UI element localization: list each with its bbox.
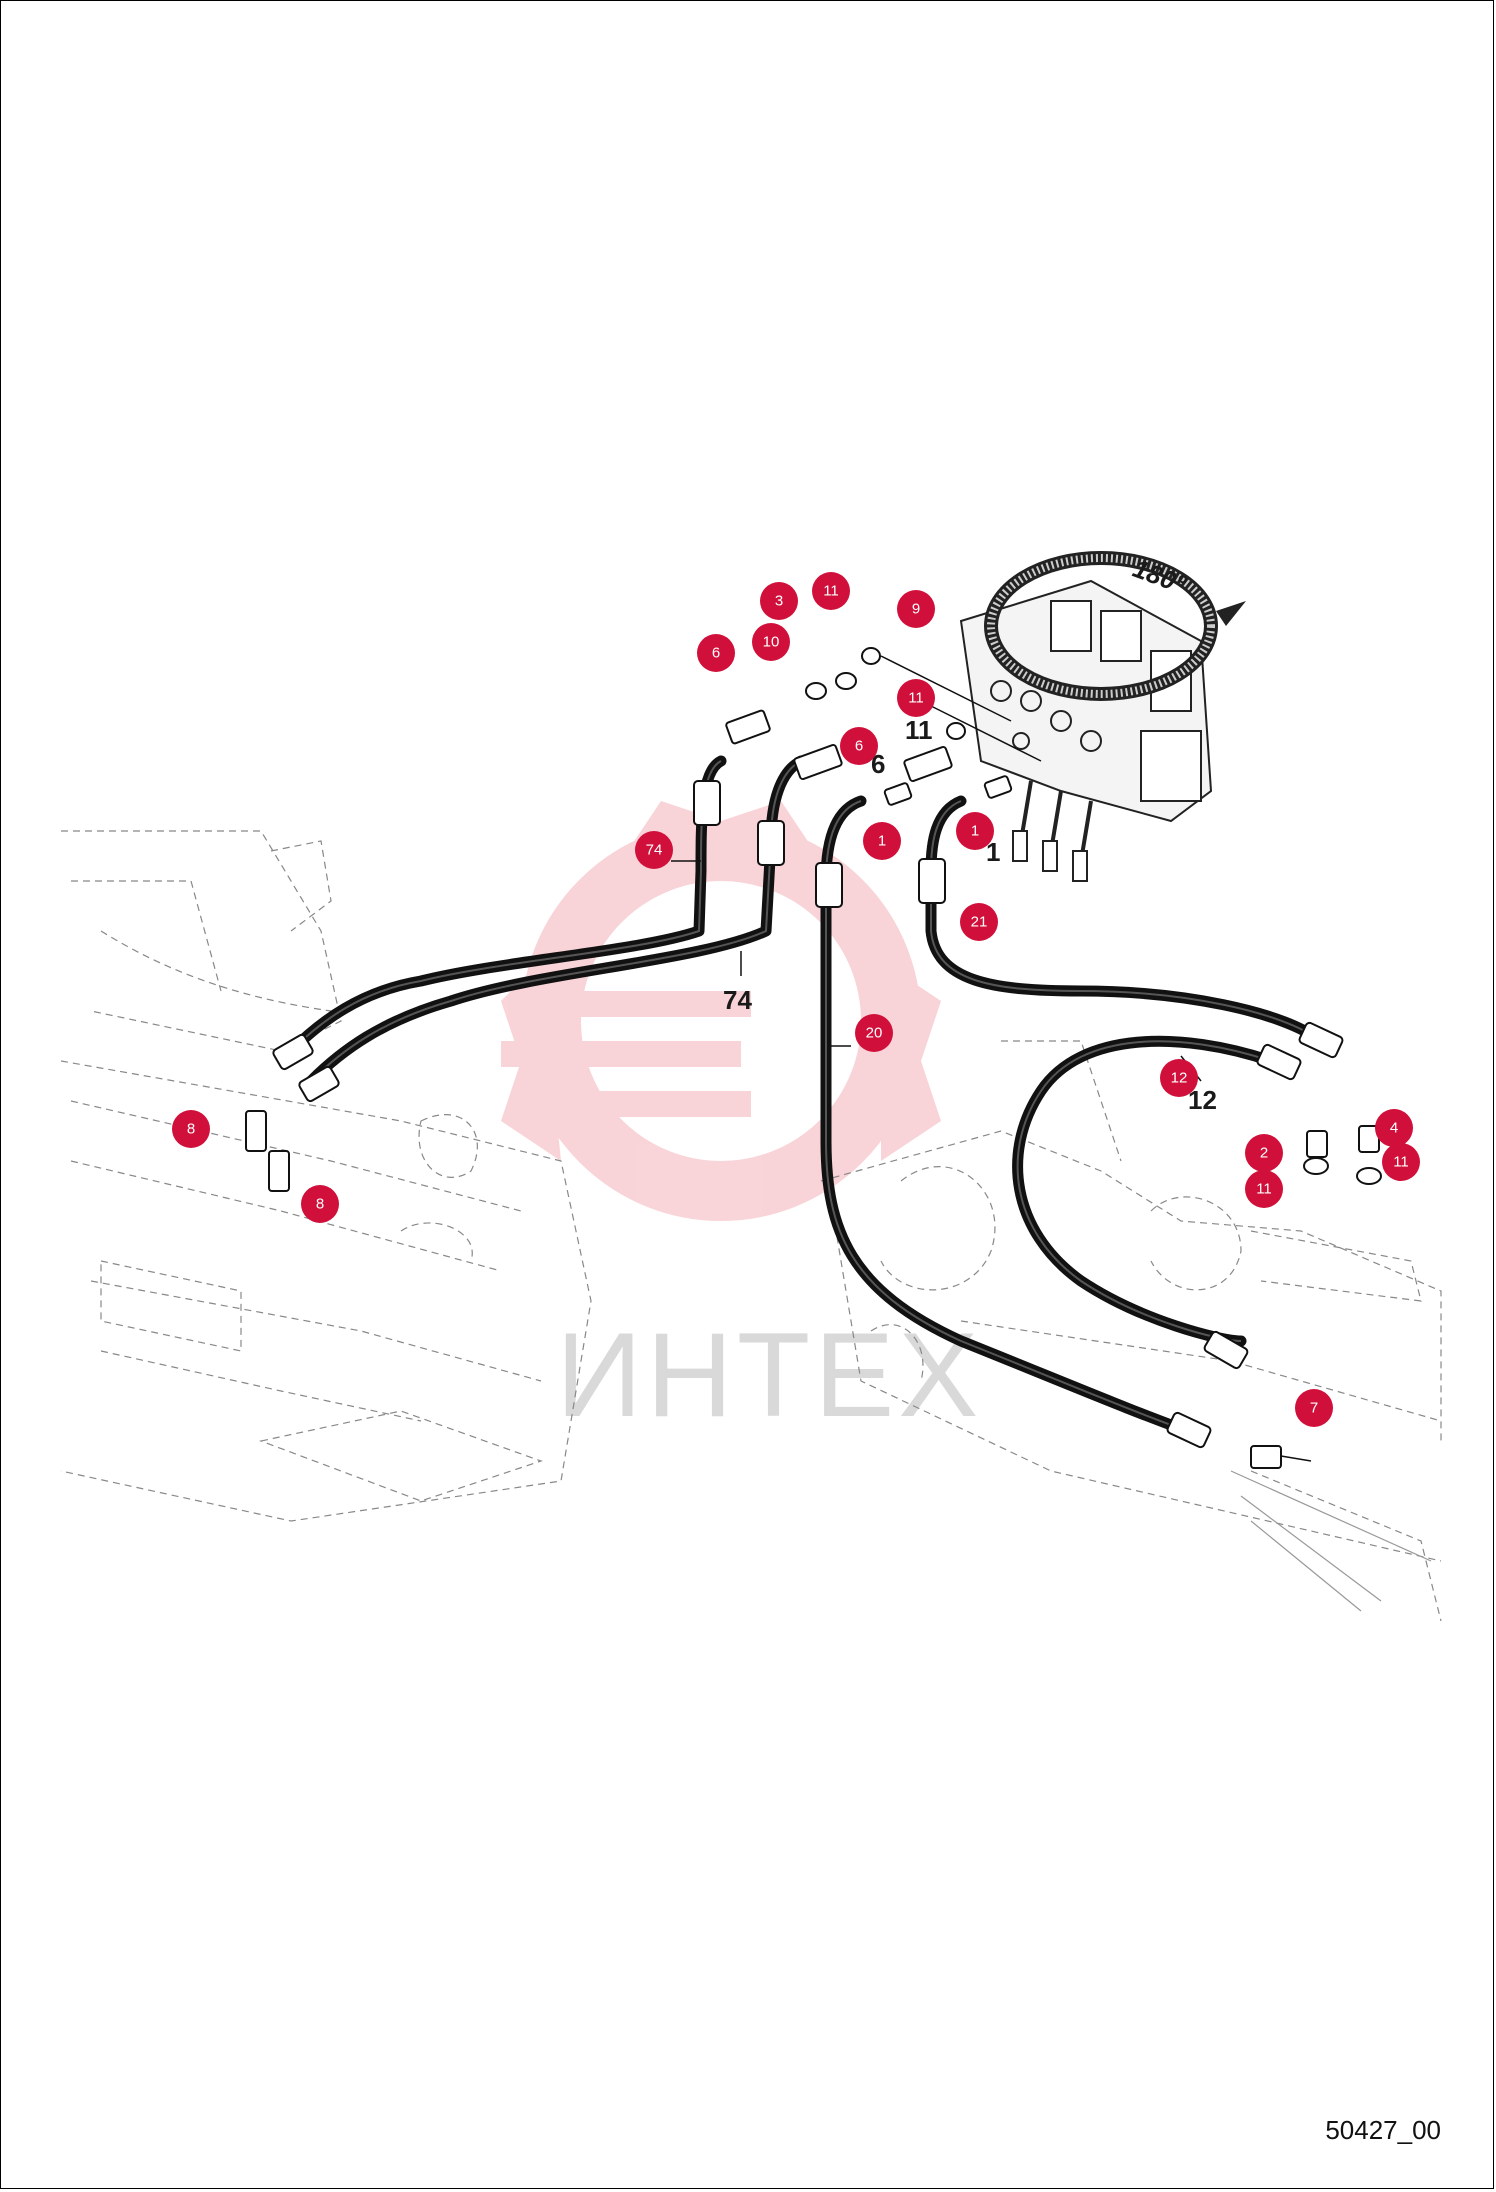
- machine-frame-outline: [60, 830, 1442, 1622]
- svg-text:4: 4: [1390, 1120, 1398, 1137]
- svg-text:1: 1: [878, 833, 886, 850]
- plain-label: 1: [986, 837, 1000, 867]
- watermark-text: ИНТЕХ: [556, 1308, 982, 1442]
- hose-fittings: [245, 647, 1382, 1469]
- callout-badge: 11: [812, 572, 850, 610]
- callout-badge: 8: [172, 1110, 210, 1148]
- callout-badge: 11: [1382, 1143, 1420, 1181]
- svg-text:11: 11: [823, 583, 839, 600]
- svg-text:1: 1: [971, 823, 979, 840]
- rotation-arrow-icon: [984, 551, 1246, 701]
- svg-text:11: 11: [1256, 1181, 1272, 1198]
- callout-badge: 6: [840, 727, 878, 765]
- callout-badge: 8: [301, 1185, 339, 1223]
- callout-badge: 74: [635, 831, 673, 869]
- callout-badge: 9: [897, 590, 935, 628]
- callout-badge: 21: [960, 903, 998, 941]
- callout-badge: 20: [855, 1014, 893, 1052]
- callout-badge: 12: [1160, 1059, 1198, 1097]
- callout-badge: 11: [1245, 1170, 1283, 1208]
- callout-badge: 1: [956, 812, 994, 850]
- hose-12: [1012, 1035, 1277, 1347]
- callout-badge: 6: [697, 634, 735, 672]
- svg-text:8: 8: [316, 1196, 324, 1213]
- svg-text:7: 7: [1310, 1400, 1318, 1417]
- drawing-number: 50427_00: [1325, 2115, 1441, 2145]
- svg-text:9: 9: [912, 601, 920, 618]
- svg-text:8: 8: [187, 1121, 195, 1138]
- svg-text:21: 21: [971, 914, 988, 931]
- hoses: [285, 755, 1327, 1442]
- callout-badge: 1: [863, 822, 901, 860]
- rotation-label: 180°: [1129, 553, 1190, 600]
- svg-text:20: 20: [866, 1025, 883, 1042]
- watermark-logo: [501, 801, 941, 1221]
- svg-text:74: 74: [646, 842, 663, 859]
- plain-label: 11: [905, 715, 933, 745]
- svg-text:2: 2: [1260, 1145, 1268, 1162]
- callout-badge: 3: [760, 582, 798, 620]
- svg-text:6: 6: [712, 645, 720, 662]
- svg-text:11: 11: [1393, 1154, 1409, 1171]
- svg-text:10: 10: [763, 634, 780, 651]
- svg-text:6: 6: [855, 738, 863, 755]
- callout-badge: 11: [897, 679, 935, 717]
- callouts: 3 11 9 10 6 11 6 1 1 74 21 20 12 4 2 11 …: [172, 572, 1420, 1427]
- plain-label: 74: [723, 985, 752, 1015]
- svg-text:11: 11: [908, 690, 924, 707]
- callout-badge: 7: [1295, 1389, 1333, 1427]
- svg-text:3: 3: [775, 593, 783, 610]
- svg-text:12: 12: [1171, 1070, 1188, 1087]
- callout-badge: 2: [1245, 1134, 1283, 1172]
- callout-badge: 4: [1375, 1109, 1413, 1147]
- control-valve-block: [959, 579, 1213, 882]
- callout-badge: 10: [752, 623, 790, 661]
